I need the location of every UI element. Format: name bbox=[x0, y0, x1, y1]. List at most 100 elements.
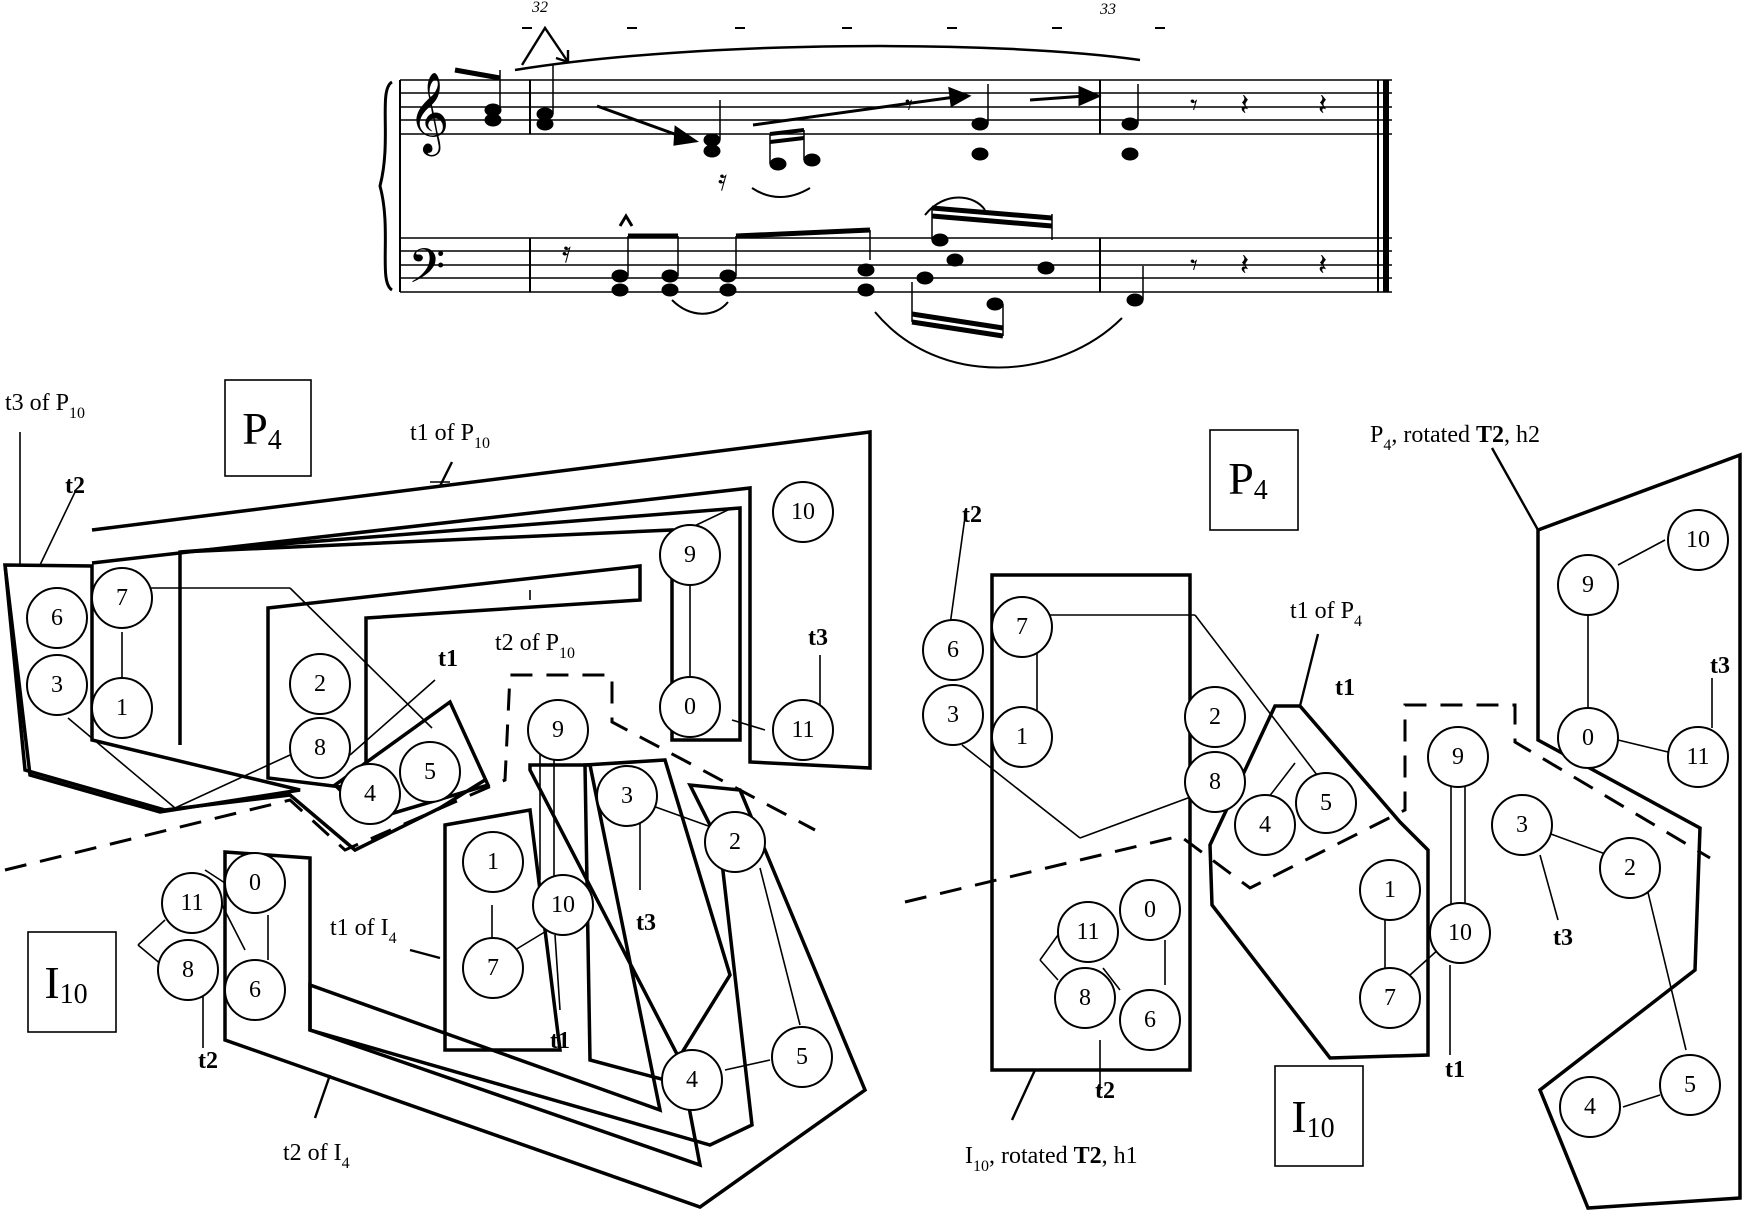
bass-clef-icon: 𝄢 bbox=[408, 238, 445, 306]
svg-text:2: 2 bbox=[1624, 855, 1636, 881]
right-node-9-mid: 9 bbox=[1427, 726, 1489, 788]
svg-text:3: 3 bbox=[621, 783, 633, 809]
treble-clef-icon: 𝄞 bbox=[408, 71, 449, 156]
svg-text:0: 0 bbox=[1582, 725, 1594, 751]
svg-text:10: 10 bbox=[551, 892, 575, 918]
left-node-4-low: 4 bbox=[661, 1049, 723, 1111]
svg-text:3: 3 bbox=[947, 702, 959, 728]
svg-text:11: 11 bbox=[1076, 919, 1099, 945]
right-node-5-low: 5 bbox=[1659, 1054, 1721, 1116]
measure-number-33: 33 bbox=[1099, 1, 1116, 18]
svg-text:8: 8 bbox=[182, 957, 194, 983]
svg-text:11: 11 bbox=[1686, 744, 1709, 770]
label-t1-left-low: t1 bbox=[550, 1028, 570, 1054]
label-t3-right-mid: t3 bbox=[1553, 925, 1573, 951]
svg-text:4: 4 bbox=[1259, 812, 1271, 838]
left-node-5: 5 bbox=[399, 741, 461, 803]
svg-text:5: 5 bbox=[796, 1044, 808, 1070]
svg-text:6: 6 bbox=[51, 605, 63, 631]
svg-text:1: 1 bbox=[116, 695, 128, 721]
treble-notes bbox=[454, 64, 1139, 171]
left-node-4: 4 bbox=[339, 763, 401, 825]
label-t1-left-top: t1 bbox=[438, 646, 458, 672]
t2-of-p10-region bbox=[178, 506, 742, 745]
phrase-slur bbox=[514, 44, 1141, 72]
svg-text:6: 6 bbox=[947, 637, 959, 663]
right-node-11-top: 11 bbox=[1667, 726, 1729, 788]
left-network-diagram: P4 I10 bbox=[3, 379, 872, 1209]
left-node-11-top: 11 bbox=[772, 699, 834, 761]
i10-box-left bbox=[27, 931, 117, 1033]
svg-text:4: 4 bbox=[364, 781, 376, 807]
treble-staff bbox=[400, 79, 1392, 135]
left-node-6: 6 bbox=[26, 587, 88, 649]
left-node-6-low: 6 bbox=[224, 959, 286, 1021]
t1-of-p10-region bbox=[91, 430, 872, 770]
left-node-8: 8 bbox=[289, 717, 351, 779]
left-node-9-top: 9 bbox=[659, 524, 721, 586]
right-node-10-mid: 10 bbox=[1429, 902, 1491, 964]
svg-text:1: 1 bbox=[1384, 877, 1396, 903]
right-network-diagram: P4 I10 bbox=[904, 422, 1742, 1210]
svg-text:𝄿: 𝄿 bbox=[562, 235, 571, 270]
t3-cluster-region bbox=[583, 758, 732, 1083]
left-node-2: 2 bbox=[289, 653, 351, 715]
right-node-7: 7 bbox=[991, 596, 1053, 658]
right-node-2-mid: 2 bbox=[1599, 837, 1661, 899]
svg-text:11: 11 bbox=[180, 890, 203, 916]
i10-rotated-region bbox=[990, 573, 1192, 1072]
i10-box-label-left: I10 bbox=[44, 957, 87, 1010]
left-node-5-low: 5 bbox=[771, 1026, 833, 1088]
accent-arrow-icon bbox=[520, 25, 570, 66]
svg-text:9: 9 bbox=[552, 717, 564, 743]
svg-text:10: 10 bbox=[1448, 920, 1472, 946]
i10-box-right bbox=[1274, 1065, 1364, 1167]
p4-rotated-region bbox=[1536, 452, 1742, 1210]
p4-box-label-left: P4 bbox=[242, 403, 282, 456]
svg-text:6: 6 bbox=[249, 977, 261, 1003]
svg-text:8: 8 bbox=[1079, 985, 1091, 1011]
svg-text:3: 3 bbox=[1516, 812, 1528, 838]
svg-text:0: 0 bbox=[249, 870, 261, 896]
left-pointers bbox=[313, 461, 454, 1119]
svg-text:11: 11 bbox=[791, 717, 814, 743]
svg-text:0: 0 bbox=[1144, 897, 1156, 923]
svg-text:1: 1 bbox=[487, 849, 499, 875]
right-node-8-low: 8 bbox=[1054, 967, 1116, 1029]
svg-text:𝄿: 𝄿 bbox=[718, 163, 727, 198]
label-t3-left-top: t3 bbox=[808, 625, 828, 651]
svg-text:9: 9 bbox=[1582, 572, 1594, 598]
right-node-8: 8 bbox=[1184, 751, 1246, 813]
right-node-0-low: 0 bbox=[1119, 879, 1181, 941]
bass-staff bbox=[400, 237, 1392, 293]
svg-text:7: 7 bbox=[116, 585, 128, 611]
svg-text:2: 2 bbox=[1209, 704, 1221, 730]
left-node-0-top: 0 bbox=[659, 676, 721, 738]
i10-box-label-right: I10 bbox=[1291, 1091, 1334, 1144]
right-node-3-mid: 3 bbox=[1491, 794, 1553, 856]
svg-text:4: 4 bbox=[1584, 1094, 1596, 1120]
right-node-3: 3 bbox=[922, 684, 984, 746]
left-node-7-mid: 7 bbox=[462, 937, 524, 999]
svg-text:7: 7 bbox=[1016, 614, 1028, 640]
t1-of-p4-region bbox=[1208, 704, 1430, 1060]
svg-text:4: 4 bbox=[686, 1067, 698, 1093]
svg-text:𝄽: 𝄽 bbox=[1318, 88, 1327, 123]
label-t2-of-p10: t2 of P10 bbox=[495, 630, 575, 662]
svg-text:3: 3 bbox=[51, 672, 63, 698]
svg-text:8: 8 bbox=[1209, 769, 1221, 795]
left-node-3: 3 bbox=[26, 654, 88, 716]
svg-text:7: 7 bbox=[1384, 985, 1396, 1011]
right-node-1: 1 bbox=[991, 706, 1053, 768]
svg-text:7: 7 bbox=[487, 955, 499, 981]
dashed-divider-left bbox=[4, 673, 816, 872]
right-node-1-mid: 1 bbox=[1359, 859, 1421, 921]
label-t2-of-i4: t2 of I4 bbox=[283, 1140, 350, 1172]
svg-text:2: 2 bbox=[729, 829, 741, 855]
label-t1-of-i4: t1 of I4 bbox=[330, 915, 397, 947]
right-node-4-low: 4 bbox=[1559, 1076, 1621, 1138]
left-node-8-low: 8 bbox=[157, 939, 219, 1001]
left-node-9-mid: 9 bbox=[527, 699, 589, 761]
svg-text:𝄾: 𝄾 bbox=[905, 88, 913, 123]
right-node-6-low: 6 bbox=[1119, 989, 1181, 1051]
